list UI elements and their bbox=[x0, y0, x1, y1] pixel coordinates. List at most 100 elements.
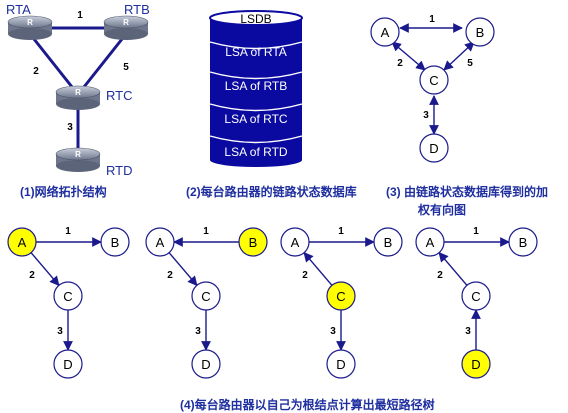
edge-b-c bbox=[443, 41, 475, 71]
spf-node-label: B bbox=[384, 235, 393, 250]
spf-tree-d: 1 2 3 A B C D bbox=[415, 226, 538, 379]
spf-node-b bbox=[508, 227, 538, 257]
link-rtb-rtc bbox=[78, 33, 128, 93]
spf-node-d bbox=[53, 349, 83, 379]
svg-text:R: R bbox=[27, 18, 33, 27]
spf-node-label: A bbox=[156, 235, 165, 250]
spf-node-label: B bbox=[111, 235, 120, 250]
spf-tree-b: 1 2 3 A B C D bbox=[145, 226, 268, 379]
spf-node-a bbox=[145, 227, 175, 257]
spf-edge-cost: 2 bbox=[437, 270, 443, 281]
lsdb-stack bbox=[209, 10, 303, 167]
spf-edge bbox=[438, 251, 468, 286]
graph-node-a bbox=[370, 17, 400, 47]
spf-node-c bbox=[191, 281, 221, 311]
cost-b-c: 5 bbox=[467, 58, 473, 69]
spf-panel: 1 2 3 A B C D 1 2 3 A B C D 1 2 3 A B C D 1 2 3 A B C D (4)每台路由器以自己… bbox=[7, 226, 538, 412]
spf-node-a bbox=[415, 227, 445, 257]
spf-node-d bbox=[191, 349, 221, 379]
spf-node-label: D bbox=[336, 357, 345, 372]
spf-node-b bbox=[238, 227, 268, 257]
spf-edge-cost: 1 bbox=[203, 226, 209, 237]
spf-node-label: C bbox=[201, 289, 210, 304]
router-icon: R bbox=[55, 147, 101, 172]
spf-node-label: A bbox=[18, 235, 27, 250]
lsdb-row: LSA of RTB bbox=[225, 79, 287, 93]
spf-edge-cost: 2 bbox=[29, 270, 35, 281]
lsdb-row: LSA of RTD bbox=[224, 145, 287, 159]
svg-text:R: R bbox=[75, 88, 81, 97]
cost-a-c: 2 bbox=[397, 58, 403, 69]
graph-node-label: B bbox=[476, 25, 485, 40]
spf-edge-cost: 1 bbox=[65, 226, 71, 237]
router-icon: R bbox=[103, 15, 149, 40]
router-label-rta: RTA bbox=[6, 2, 31, 17]
spf-tree-a: 1 2 3 A B C D bbox=[7, 226, 130, 379]
spf-edge-cost: 2 bbox=[302, 270, 308, 281]
router-icon: R bbox=[7, 15, 53, 40]
edge-a-c bbox=[391, 41, 426, 71]
caption-graph-line1: (3) 由链路状态数据库得到的加 bbox=[386, 184, 548, 199]
spf-tree-c: 1 2 3 A B C D bbox=[280, 226, 403, 379]
cost-rta-rtc: 2 bbox=[33, 66, 39, 77]
spf-node-label: B bbox=[249, 235, 258, 250]
spf-trees-container: 1 2 3 A B C D 1 2 3 A B C D 1 2 3 A B C D 1 2 3 A B C D bbox=[7, 226, 538, 379]
spf-node-a bbox=[280, 227, 310, 257]
cost-a-b: 1 bbox=[429, 14, 435, 25]
spf-edge bbox=[303, 251, 333, 286]
cost-rtc-rtd: 3 bbox=[67, 122, 73, 133]
lsdb-panel: LSDB LSA of RTA LSA of RTB LSA of RTC LS… bbox=[186, 10, 357, 199]
spf-node-label: D bbox=[63, 357, 72, 372]
graph-node-c bbox=[419, 65, 449, 95]
spf-edge-cost: 2 bbox=[167, 270, 173, 281]
spf-edge-cost: 3 bbox=[465, 326, 471, 337]
router-label-rtc: RTC bbox=[106, 88, 132, 103]
weighted-graph-panel: A B C D 1 2 5 3 (3) 由链路状态数据库得到的加 权有向图 bbox=[370, 14, 548, 217]
spf-node-label: A bbox=[291, 235, 300, 250]
spf-edge bbox=[30, 252, 60, 287]
lsdb-row: LSA of RTA bbox=[225, 45, 287, 59]
topology-panel: 1 2 5 3 R R R R RTA RTB RT bbox=[6, 2, 150, 199]
spf-node-label: C bbox=[336, 289, 345, 304]
spf-node-c bbox=[53, 281, 83, 311]
caption-spf: (4)每台路由器以自己为根结点计算出最短路径树 bbox=[180, 397, 435, 412]
graph-node-d bbox=[419, 133, 449, 163]
link-rta-rtc bbox=[28, 33, 78, 93]
spf-node-label: B bbox=[519, 235, 528, 250]
spf-edge-cost: 1 bbox=[338, 226, 344, 237]
caption-lsdb: (2)每台路由器的链路状态数据库 bbox=[186, 184, 357, 199]
router-label-rtd: RTD bbox=[106, 163, 132, 178]
lsdb-row: LSDB bbox=[240, 12, 271, 26]
spf-node-c bbox=[461, 281, 491, 311]
spf-node-label: C bbox=[63, 289, 72, 304]
router-icon: R bbox=[55, 85, 101, 110]
graph-node-label: C bbox=[429, 73, 438, 88]
caption-topology: (1)网络拓扑结构 bbox=[20, 184, 107, 199]
spf-node-b bbox=[100, 227, 130, 257]
spf-node-label: A bbox=[426, 235, 435, 250]
spf-edge-cost: 3 bbox=[330, 326, 336, 337]
lsdb-row: LSA of RTC bbox=[224, 112, 287, 126]
spf-node-label: C bbox=[471, 289, 480, 304]
caption-graph-line2: 权有向图 bbox=[417, 202, 466, 217]
spf-node-c bbox=[326, 281, 356, 311]
spf-edge bbox=[168, 252, 198, 287]
router-label-rtb: RTB bbox=[124, 2, 150, 17]
svg-text:R: R bbox=[75, 150, 81, 159]
spf-edge-cost: 1 bbox=[473, 226, 479, 237]
spf-node-b bbox=[373, 227, 403, 257]
graph-node-b bbox=[465, 17, 495, 47]
spf-node-d bbox=[461, 349, 491, 379]
spf-node-label: D bbox=[471, 357, 480, 372]
spf-node-a bbox=[7, 227, 37, 257]
graph-node-label: D bbox=[429, 141, 438, 156]
spf-edge-cost: 3 bbox=[57, 326, 63, 337]
cost-rtb-rtc: 5 bbox=[123, 62, 129, 73]
svg-text:R: R bbox=[123, 18, 129, 27]
spf-node-label: D bbox=[201, 357, 210, 372]
spf-node-d bbox=[326, 349, 356, 379]
cost-rta-rtb: 1 bbox=[77, 10, 83, 21]
spf-edge-cost: 3 bbox=[195, 326, 201, 337]
cost-c-d: 3 bbox=[423, 110, 429, 121]
